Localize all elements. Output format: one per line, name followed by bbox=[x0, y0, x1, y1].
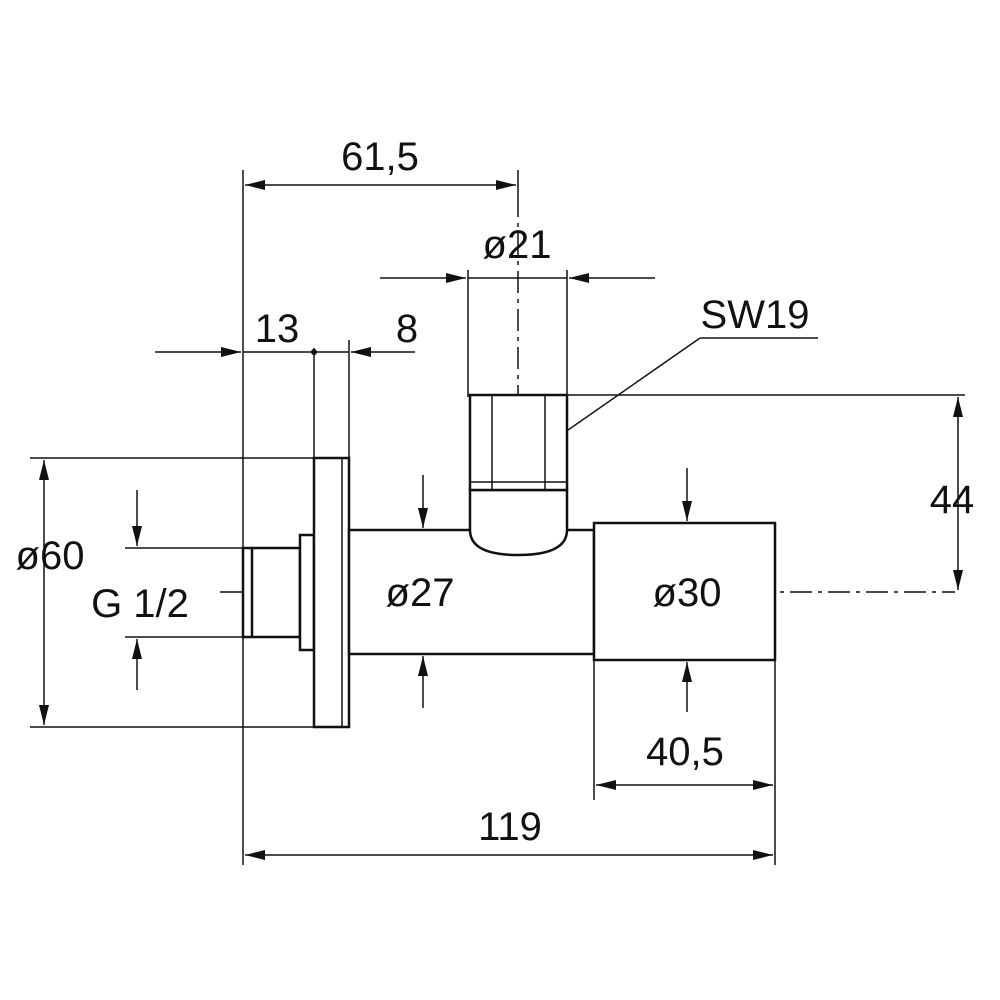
label-8: 8 bbox=[396, 307, 418, 351]
label-119: 119 bbox=[478, 805, 542, 849]
spigot-collar bbox=[298, 533, 316, 652]
label-thread: G 1/2 bbox=[91, 582, 189, 626]
label-sw19: SW19 bbox=[701, 293, 810, 337]
label-40-5: 40,5 bbox=[646, 730, 724, 774]
label-rosette-diameter: ø60 bbox=[16, 534, 85, 578]
wall-rosette bbox=[312, 456, 351, 729]
label-44: 44 bbox=[930, 478, 975, 522]
extension-lines bbox=[30, 170, 965, 865]
label-body-diameter: ø27 bbox=[386, 571, 455, 615]
label-outlet-diameter: ø21 bbox=[483, 223, 552, 267]
outlet-elbow bbox=[468, 488, 569, 557]
label-61-5: 61,5 bbox=[341, 135, 419, 179]
label-13: 13 bbox=[255, 307, 300, 351]
valve-body bbox=[241, 393, 777, 729]
label-handle-diameter: ø30 bbox=[653, 571, 722, 615]
dimension-labels: 61,5 ø21 SW19 13 8 44 ø60 G 1/2 ø27 ø30 … bbox=[16, 135, 975, 849]
rosette-thickness-point bbox=[311, 349, 317, 355]
dimension-lines bbox=[39, 180, 963, 860]
outlet-nut bbox=[468, 393, 569, 492]
handle-cap bbox=[592, 521, 777, 662]
